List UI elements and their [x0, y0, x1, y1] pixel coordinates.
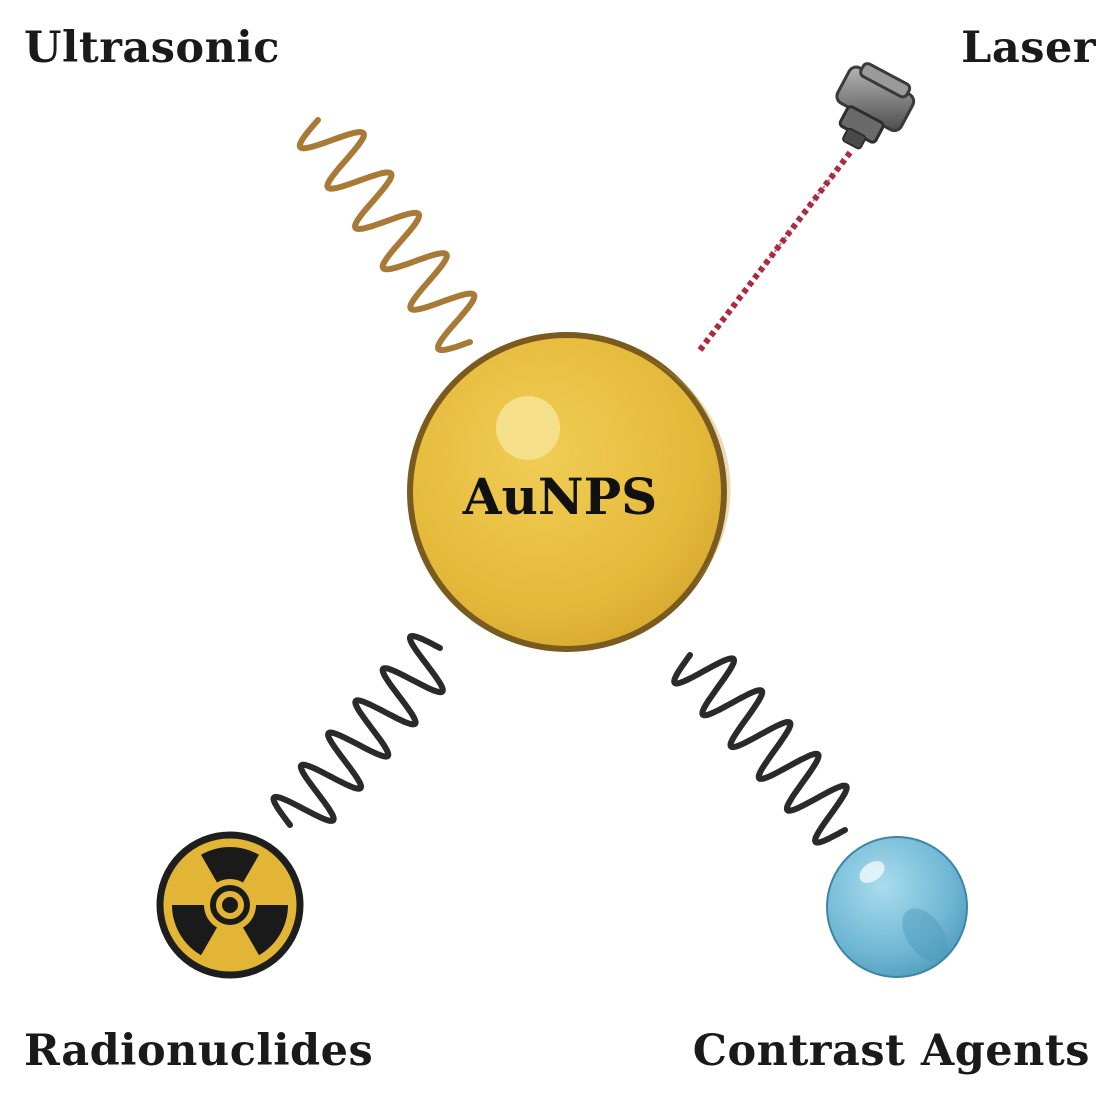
radionuclides-label: Radionuclides [24, 1026, 374, 1076]
contrast-agent-sphere-icon [826, 836, 968, 978]
laser-label: Laser [961, 23, 1096, 73]
contrast-wave-icon [671, 652, 850, 846]
laser-emitter-icon [835, 62, 916, 150]
ultrasonic-label: Ultrasonic [24, 23, 280, 73]
center-label: AuNPS [462, 467, 658, 526]
ultrasonic-wave-icon [296, 117, 478, 353]
gold-nanoparticle-icon [407, 332, 731, 652]
radionuclides-wave-icon [270, 633, 446, 828]
laser-beam-core [759, 149, 853, 272]
radiation-symbol-icon [156, 831, 304, 979]
contrast-agents-label: Contrast Agents [692, 1026, 1090, 1076]
laser-beam [697, 148, 855, 352]
